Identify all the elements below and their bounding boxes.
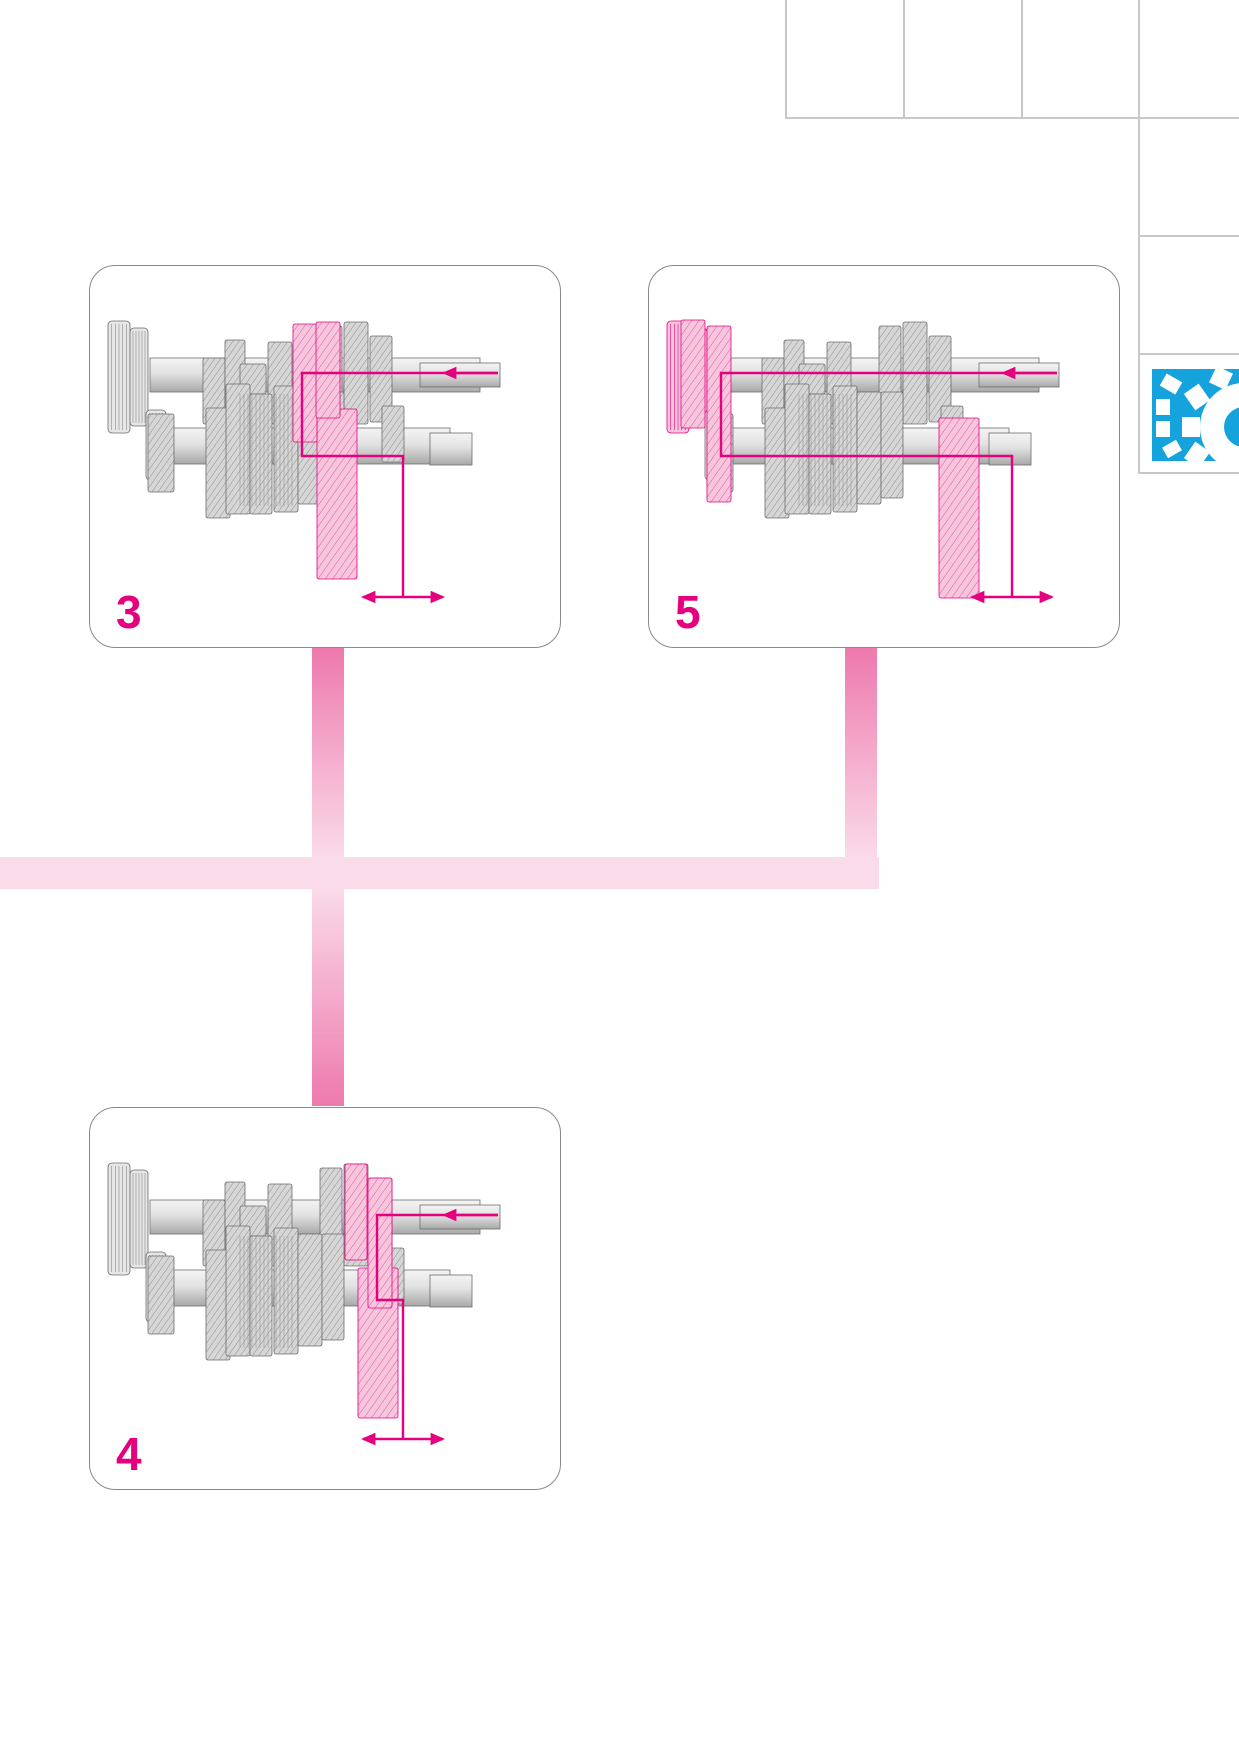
engaged-gear [367, 1177, 393, 1309]
gear [225, 383, 251, 515]
engaged-gear [292, 323, 318, 443]
shaft [978, 362, 1060, 388]
grid-divider [1021, 0, 1023, 118]
gear-panel[interactable]: 3 [89, 265, 561, 648]
gear [381, 405, 405, 463]
grid-divider [1138, 0, 1140, 474]
connector-vertical-3 [312, 648, 344, 858]
gear [880, 391, 904, 499]
connector-vertical-4 [312, 888, 344, 1106]
gear [249, 1235, 273, 1357]
gear [856, 391, 882, 505]
gear-number: 4 [116, 1428, 142, 1480]
engaged-gear [706, 325, 732, 503]
engaged-gear [344, 1163, 368, 1261]
grid-divider [1138, 235, 1239, 237]
gear [784, 383, 810, 515]
connector-horizontal [0, 857, 879, 889]
gear [369, 335, 393, 423]
output-gear [938, 417, 980, 599]
gearbox-diagram [107, 1162, 501, 1446]
gear-panel[interactable]: 5 [648, 265, 1120, 648]
gear [297, 1233, 323, 1347]
gear [808, 393, 832, 515]
connector-vertical-5 [845, 648, 877, 858]
gear [147, 413, 175, 493]
grid-divider [903, 0, 905, 118]
engaged-gear [315, 321, 341, 419]
gearbox-assembly [107, 320, 501, 604]
shaft [988, 432, 1032, 466]
gear [273, 1227, 299, 1355]
shaft [429, 1274, 473, 1308]
gearbox-diagram [666, 319, 1060, 604]
gear-icon [1156, 369, 1239, 461]
section-tab[interactable] [1152, 369, 1239, 461]
shaft [419, 362, 501, 388]
gear [249, 393, 273, 515]
output-gear [316, 408, 358, 580]
gear-number: 3 [116, 586, 142, 638]
gear-number: 5 [675, 586, 701, 638]
shaft [429, 432, 473, 466]
shaft [419, 1204, 501, 1230]
grid-divider [785, 0, 787, 118]
power-flow-line [300, 371, 498, 597]
gear [321, 1233, 345, 1341]
power-flow-line [375, 1213, 498, 1439]
gearbox-assembly [107, 1162, 501, 1446]
double-arrow-icon [970, 590, 1054, 604]
gear-panel[interactable]: 4 [89, 1107, 561, 1490]
grid-divider [785, 117, 1239, 119]
gear [832, 385, 858, 513]
engaged-gear [680, 319, 706, 429]
gear [225, 1225, 251, 1357]
grid-divider [1138, 353, 1239, 355]
double-arrow-icon [361, 1432, 445, 1446]
double-arrow-icon [361, 590, 445, 604]
gearbox-assembly [666, 319, 1060, 604]
grid-divider [1138, 472, 1239, 474]
gearbox-diagram [107, 320, 501, 604]
power-flow-line [719, 371, 1057, 597]
gear [147, 1255, 175, 1335]
